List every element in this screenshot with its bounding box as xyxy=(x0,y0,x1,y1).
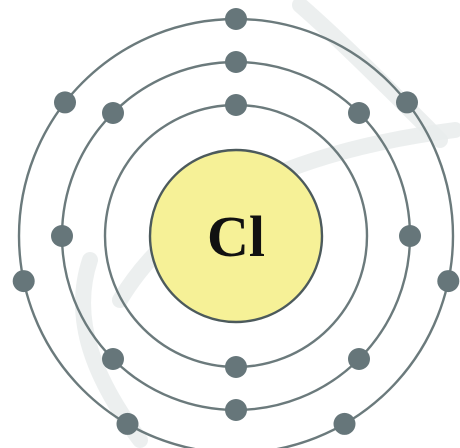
electron-shell-3-4 xyxy=(333,412,356,435)
electron-shell-2-2 xyxy=(348,102,370,124)
electron-shell-2-3 xyxy=(399,225,421,247)
electron-shell-1-1 xyxy=(225,94,247,116)
electrons xyxy=(12,8,460,435)
electron-shell-2-7 xyxy=(51,225,73,247)
element-symbol: Cl xyxy=(207,204,265,269)
electron-shell-3-6 xyxy=(12,270,35,293)
electron-shell-3-1 xyxy=(225,8,247,30)
electron-shell-1-2 xyxy=(225,356,247,378)
nucleus-circle xyxy=(148,148,324,324)
electron-shell-2-1 xyxy=(225,51,247,73)
electron-shell-3-2 xyxy=(396,91,418,114)
nucleus: Cl xyxy=(148,148,324,324)
electron-shell-2-8 xyxy=(102,102,124,124)
electron-shell-3-7 xyxy=(54,91,76,114)
electron-shell-2-6 xyxy=(102,348,124,370)
electron-shell-2-4 xyxy=(348,348,370,370)
electron-shell-3-5 xyxy=(116,412,139,435)
electron-shell-3-3 xyxy=(437,270,460,293)
electron-shell-2-5 xyxy=(225,399,247,421)
